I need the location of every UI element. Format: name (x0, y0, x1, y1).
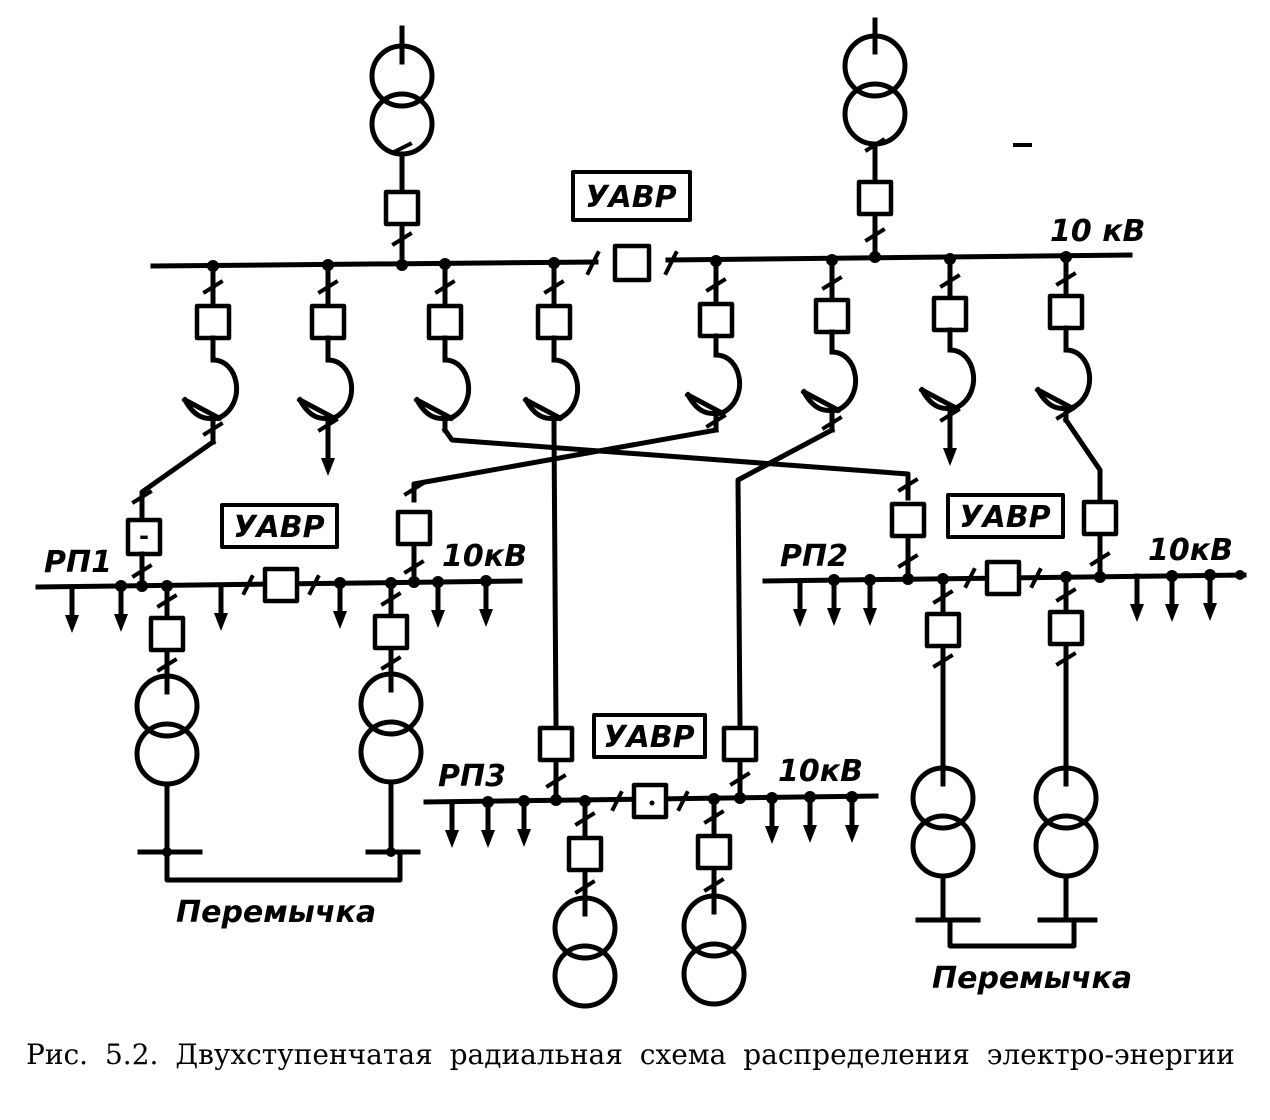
rp2-voltage-label: 10кВ (1148, 533, 1233, 568)
feeder-3 (417, 258, 919, 501)
supply-transformer-right (845, 17, 905, 263)
main-voltage-label: 10 кВ (1050, 214, 1145, 249)
svg-text:-: - (139, 522, 149, 550)
rp2-label: РП2 (780, 539, 848, 574)
rp3-uavr-label: УАВР (603, 720, 694, 755)
feeder-6 (735, 254, 856, 729)
rp1-uavr-label: УАВР (233, 510, 324, 545)
figure-caption-text: Двухступенчатая радиальная схема распред… (175, 1038, 1235, 1071)
main-busbar-right (665, 252, 1133, 263)
rp3-voltage-label: 10кВ (778, 754, 863, 789)
figure-number: Рис. 5.2. (26, 1038, 159, 1071)
supply-transformer-left (372, 25, 432, 271)
rp3-label: РП3 (438, 759, 506, 794)
main-section-breaker (585, 243, 679, 283)
feeder-4 (526, 257, 578, 729)
feeder-8 (1038, 251, 1103, 503)
rp3-section-breaker (613, 785, 687, 817)
feeder-2 (300, 259, 352, 476)
feeder-7 (922, 253, 974, 466)
rp3-group: УАВР РП3 10кВ (423, 713, 879, 1006)
main-uavr-label: УАВР (585, 180, 676, 215)
feeder-1 (131, 260, 237, 525)
rp1-label: РП1 (44, 545, 112, 580)
rp1-jumper-label: Перемычка (176, 895, 376, 930)
rp2-jumper-label: Перемычка (932, 961, 1132, 996)
rp2-uavr-label: УАВР (959, 500, 1050, 535)
rp1-voltage-label: 10кВ (442, 539, 527, 574)
rp1-group: УАВР РП1 10кВ - (35, 503, 527, 930)
figure-caption: Рис. 5.2. Двухступенчатая радиальная схе… (26, 1036, 1241, 1074)
distribution-diagram: УАВР 10 кВ (35, 17, 1247, 1030)
rp1-jumper (137, 847, 421, 883)
rp2-jumper (915, 917, 1098, 949)
feeder-5 (403, 255, 740, 503)
main-busbar-left (150, 259, 599, 269)
rp2-group: УАВР РП2 10кВ (762, 493, 1247, 996)
main-uavr-box: УАВР (571, 170, 692, 222)
